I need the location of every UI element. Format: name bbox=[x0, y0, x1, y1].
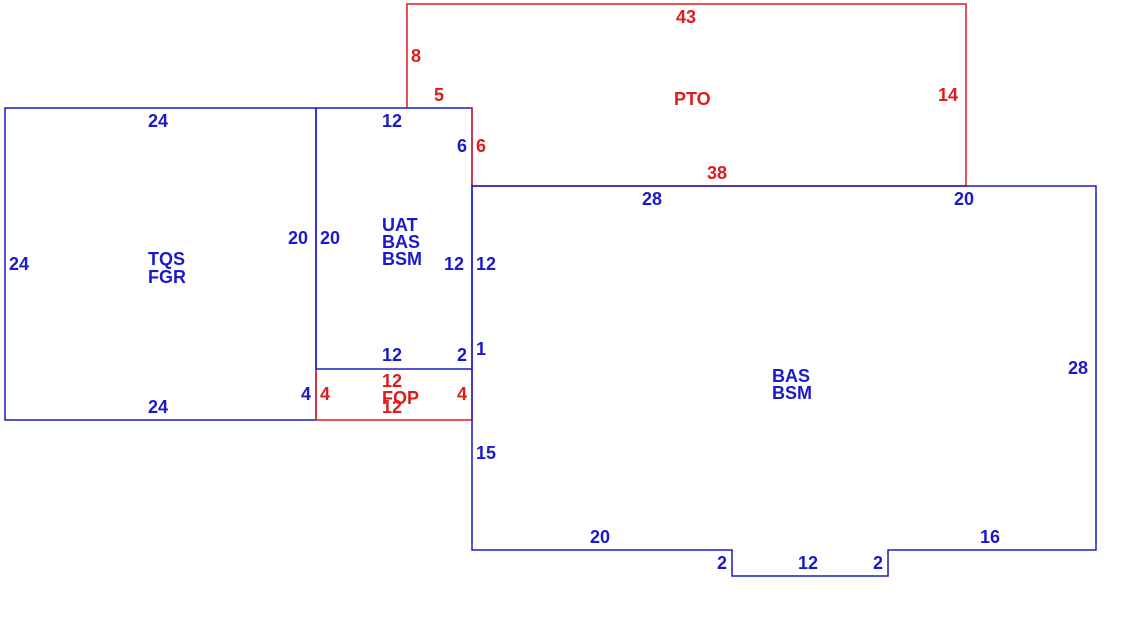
dim-uat-bottom-right: 2 bbox=[457, 345, 467, 365]
dim-fop-bottom: 12 bbox=[382, 397, 402, 417]
dim-uat-right: 12 bbox=[444, 254, 464, 274]
fgr-area-label: FGR bbox=[148, 267, 186, 287]
dim-main-right: 28 bbox=[1068, 358, 1088, 378]
main-house-outline bbox=[471, 185, 1097, 577]
dim-main-top-left: 28 bbox=[642, 189, 662, 209]
dim-main-left-small: 1 bbox=[476, 339, 486, 359]
main-bsm-area-label: BSM bbox=[772, 383, 812, 403]
pto-area-label: PTO bbox=[674, 89, 711, 109]
dim-tqs-right: 20 bbox=[288, 228, 308, 248]
tqs-area-label: TQS bbox=[148, 249, 185, 269]
uat-bas-area-label: BAS bbox=[382, 232, 420, 252]
dim-pto-step-right: 6 bbox=[476, 136, 486, 156]
uat-bsm-area-label: BSM bbox=[382, 249, 422, 269]
dim-fop-right: 4 bbox=[457, 384, 467, 404]
dim-uat-upper-right: 6 bbox=[457, 136, 467, 156]
dim-pto-right: 14 bbox=[938, 85, 958, 105]
dim-notch-bottom: 12 bbox=[798, 553, 818, 573]
dim-fop-left: 4 bbox=[320, 384, 330, 404]
dim-pto-step-top: 5 bbox=[434, 85, 444, 105]
dim-notch-left: 2 bbox=[717, 553, 727, 573]
fop-area-label: FOP bbox=[382, 388, 419, 408]
main-bas-area-label: BAS bbox=[772, 366, 810, 386]
dim-main-bottom-right: 16 bbox=[980, 527, 1000, 547]
dim-pto-top: 43 bbox=[676, 7, 696, 27]
dim-main-bottom-left: 20 bbox=[590, 527, 610, 547]
dim-main-left-lower: 15 bbox=[476, 443, 496, 463]
dim-pto-bottom: 38 bbox=[707, 163, 727, 183]
uat-area-label: UAT bbox=[382, 215, 418, 235]
dim-uat-left: 20 bbox=[320, 228, 340, 248]
dim-tqs-bottom: 24 bbox=[148, 397, 168, 417]
dim-pto-left: 8 bbox=[411, 46, 421, 66]
dim-main-top-right: 20 bbox=[954, 189, 974, 209]
dim-fop-top: 12 bbox=[382, 371, 402, 391]
dim-uat-top: 12 bbox=[382, 111, 402, 131]
dim-tqs-top: 24 bbox=[148, 111, 168, 131]
pto-patio-outline bbox=[406, 3, 967, 187]
dim-tqs-lower-right: 4 bbox=[301, 384, 311, 404]
dim-tqs-left: 24 bbox=[9, 254, 29, 274]
dim-notch-right: 2 bbox=[873, 553, 883, 573]
dim-uat-bottom: 12 bbox=[382, 345, 402, 365]
dim-main-left: 12 bbox=[476, 254, 496, 274]
